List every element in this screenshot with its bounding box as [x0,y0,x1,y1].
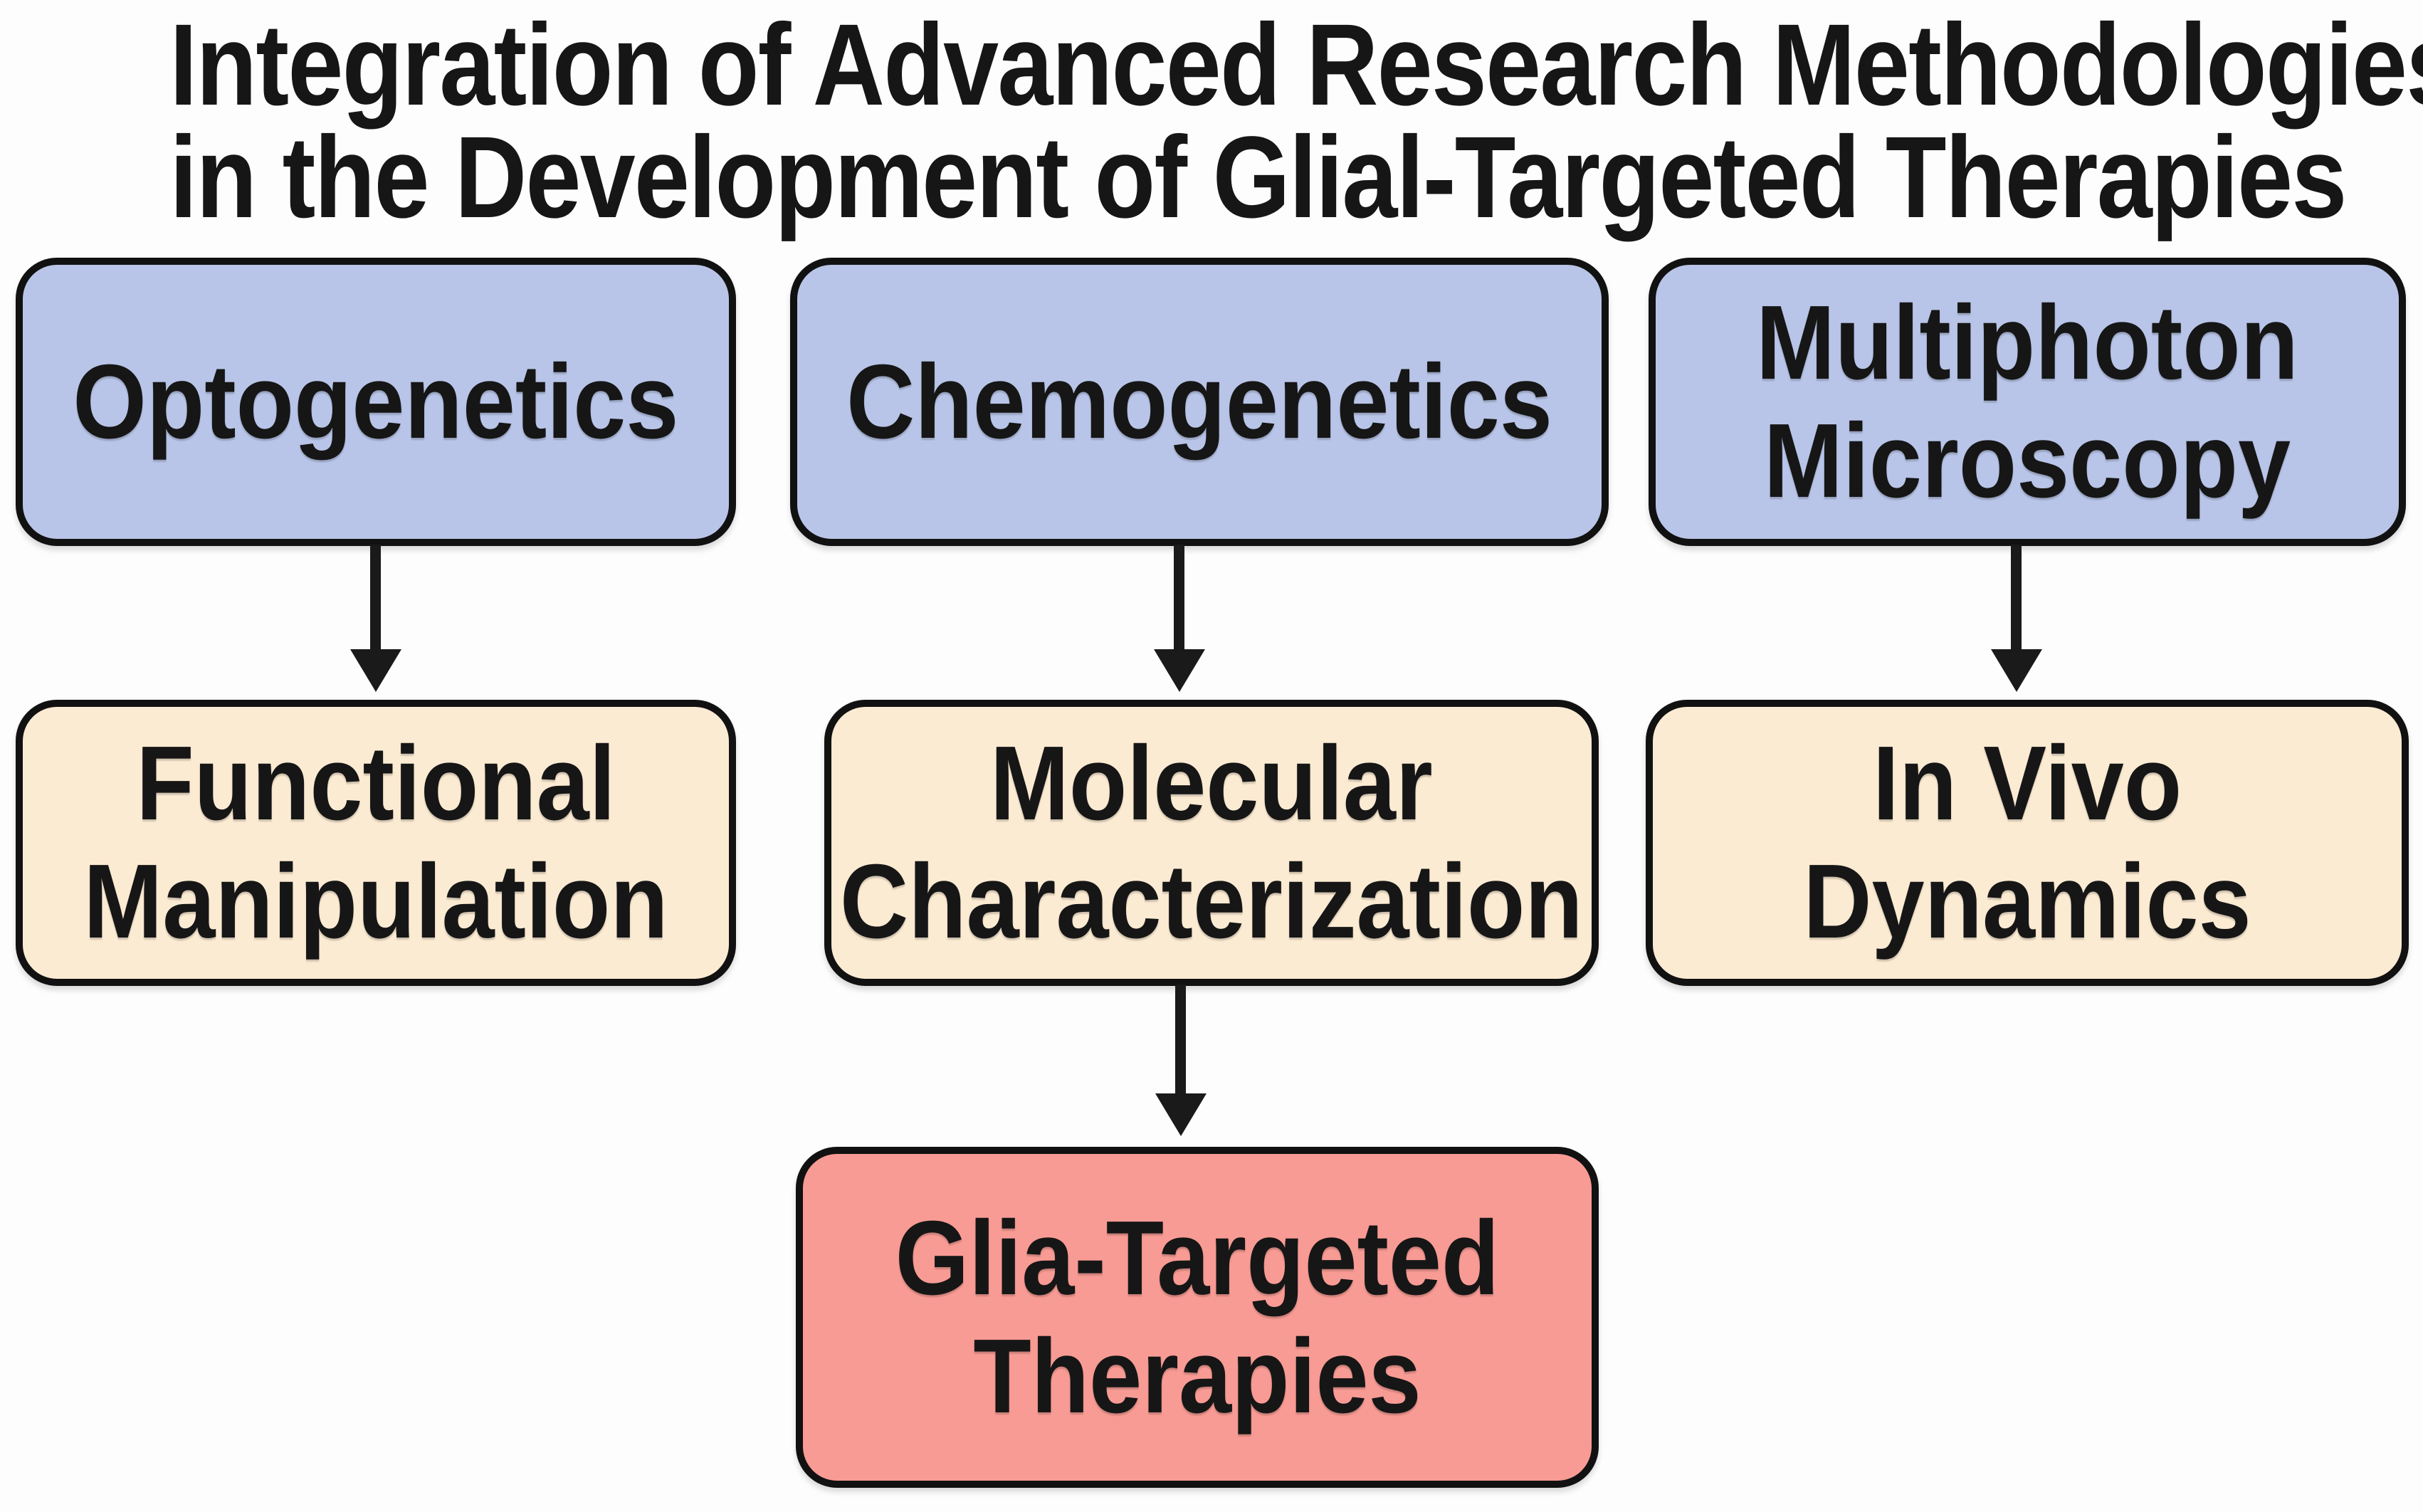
arrowhead-down-icon [1154,649,1205,692]
node-label: Glia-Targeted Therapies [895,1199,1500,1435]
node-glia-targeted-therapies: Glia-Targeted Therapies [796,1147,1599,1488]
arrowhead-down-icon [350,649,401,692]
arrowhead-down-icon [1155,1093,1207,1136]
node-optogenetics: Optogenetics [16,258,736,546]
node-molecular-characterization: Molecular Characterization [824,700,1599,986]
node-label: In Vivo Dynamics [1803,725,2251,960]
arrowhead-down-icon [1991,649,2042,692]
node-label: Multiphoton Microscopy [1756,283,2298,520]
node-multiphoton-microscopy: Multiphoton Microscopy [1649,258,2406,546]
node-functional-manipulation: Functional Manipulation [16,700,736,986]
node-in-vivo-dynamics: In Vivo Dynamics [1646,700,2409,986]
node-label: Optogenetics [73,342,679,461]
arrow-molecular-characterization-to-glia-targeted-therapies [1175,985,1186,1097]
title-line-2: in the Development of Glial-Targeted The… [169,112,2347,242]
title-line-1: Integration of Advanced Research Methodo… [169,0,2423,130]
arrow-optogenetics-to-functional-manipulation [370,545,381,653]
node-label: Functional Manipulation [83,725,668,960]
arrow-chemogenetics-to-molecular-characterization [1174,545,1184,653]
node-chemogenetics: Chemogenetics [790,258,1609,546]
arrow-multiphoton-to-in-vivo-dynamics [2011,545,2022,653]
node-label: Chemogenetics [846,342,1552,461]
diagram-title: Integration of Advanced Research Methodo… [0,0,2423,242]
node-label: Molecular Characterization [840,725,1583,960]
